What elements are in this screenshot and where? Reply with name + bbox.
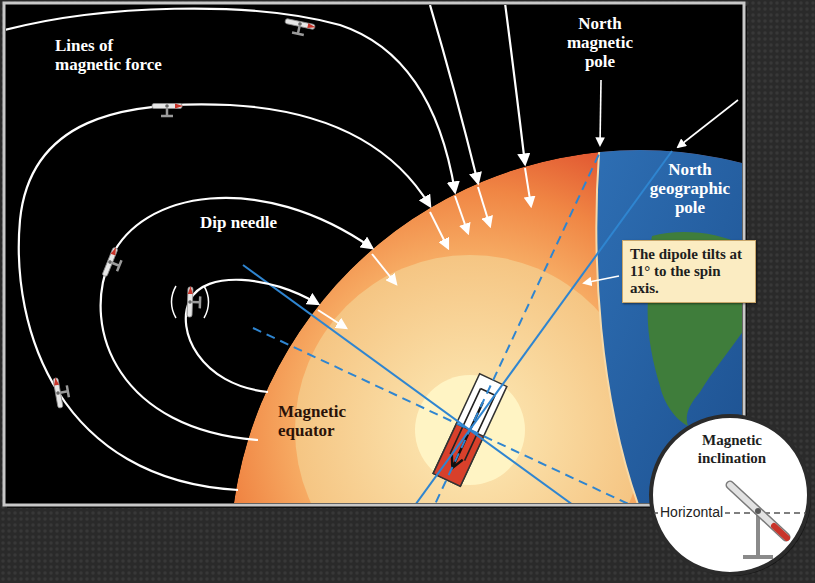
field-line bbox=[19, 104, 430, 490]
dip-needle-symbol bbox=[283, 18, 316, 37]
earth-cutaway bbox=[230, 140, 742, 503]
inclination-inset: Magnetic inclinationHorizontal bbox=[648, 413, 812, 577]
magnetic-pole-leader bbox=[600, 80, 601, 145]
tilt-callout-box: The dipole tilts at 11° to the spin axis… bbox=[622, 240, 756, 303]
needle-body-outline bbox=[730, 485, 786, 537]
axes-and-equators bbox=[243, 151, 720, 503]
field-lines-label: Lines of magnetic force bbox=[55, 36, 183, 74]
geographic-equator-line bbox=[243, 265, 672, 503]
dip-needles bbox=[53, 18, 316, 408]
magnetic-axis bbox=[385, 152, 600, 503]
dip-needle-symbol bbox=[102, 246, 125, 279]
inset-heading: Magnetic inclination bbox=[675, 431, 789, 467]
outer-core bbox=[295, 255, 645, 503]
magnetic-field-lines bbox=[6, 5, 525, 490]
interior-field-arrows bbox=[318, 168, 531, 328]
swing-marks bbox=[172, 286, 209, 318]
magnetic-pole-label: North magnetic pole bbox=[561, 14, 639, 71]
field-arrow bbox=[455, 196, 468, 233]
callout-text: The dipole tilts at 11° to the spin axis… bbox=[630, 246, 748, 297]
field-arrow bbox=[478, 187, 490, 226]
horizontal-label: Horizontal bbox=[658, 504, 725, 520]
field-arrow bbox=[372, 254, 396, 284]
tilt-callout-leader bbox=[584, 276, 619, 283]
needle-pivot bbox=[755, 508, 761, 514]
dip-needle-symbol bbox=[187, 286, 201, 317]
needle-body bbox=[730, 485, 786, 537]
field-line bbox=[101, 198, 372, 440]
inset-circle bbox=[651, 416, 809, 574]
dip-needle-symbol bbox=[53, 376, 71, 409]
magnetic-equator-line bbox=[253, 328, 720, 503]
dip-needle-label: Dip needle bbox=[200, 213, 277, 232]
needle-tip bbox=[774, 526, 787, 538]
cut-edge bbox=[596, 140, 640, 503]
field-line bbox=[6, 9, 455, 192]
field-arrow bbox=[430, 212, 448, 248]
magnet-arrow bbox=[447, 400, 488, 470]
field-line bbox=[430, 5, 478, 183]
dip-needle-symbol bbox=[152, 104, 183, 117]
field-line bbox=[505, 5, 525, 164]
field-arrow bbox=[318, 310, 346, 328]
panel-content bbox=[6, 5, 742, 503]
field-line bbox=[186, 280, 318, 392]
geographic-pole-leader bbox=[678, 100, 738, 147]
magnetic-equator-label: Magnetic equator bbox=[278, 402, 370, 440]
geographic-pole-label: North geographic pole bbox=[642, 160, 738, 217]
field-arrow bbox=[525, 168, 531, 206]
